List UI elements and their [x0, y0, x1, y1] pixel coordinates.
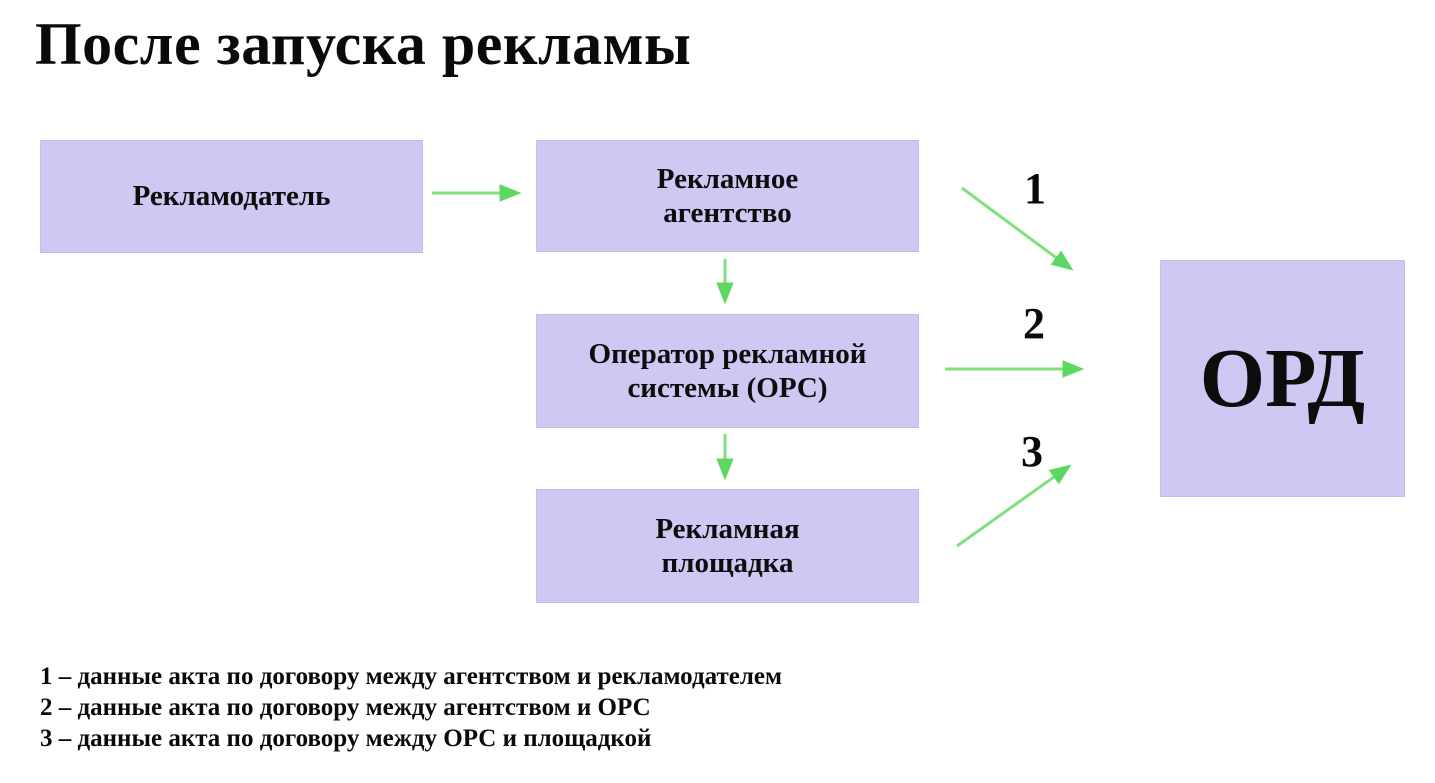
legend-item-3: 3 – данные акта по договору между ОРС и …: [40, 725, 652, 752]
node-platform-label: Рекламная площадка: [655, 512, 800, 579]
node-ors-label: Оператор рекламной системы (ОРС): [588, 337, 867, 404]
node-advertiser: Рекламодатель: [40, 140, 423, 253]
arrow-label-3: 3: [1021, 427, 1043, 476]
arrow-label-1: 1: [1024, 164, 1046, 213]
node-agency-label: Рекламное агентство: [656, 162, 799, 229]
node-platform: Рекламная площадка: [536, 489, 919, 603]
node-ors: Оператор рекламной системы (ОРС): [536, 314, 919, 428]
arrow-platform-to-ord: [956, 464, 1072, 548]
node-ord: ОРД: [1160, 260, 1405, 497]
legend: 1 – данные акта по договору между агентс…: [40, 661, 782, 754]
node-ord-label: ОРД: [1199, 331, 1366, 425]
slide-title: После запуска рекламы: [35, 11, 692, 77]
legend-item-2: 2 – данные акта по договору между агентс…: [40, 694, 651, 721]
legend-item-1: 1 – данные акта по договору между агентс…: [40, 663, 782, 690]
arrow-label-2: 2: [1023, 299, 1045, 348]
node-agency: Рекламное агентство: [536, 140, 919, 252]
node-advertiser-label: Рекламодатель: [132, 180, 331, 213]
